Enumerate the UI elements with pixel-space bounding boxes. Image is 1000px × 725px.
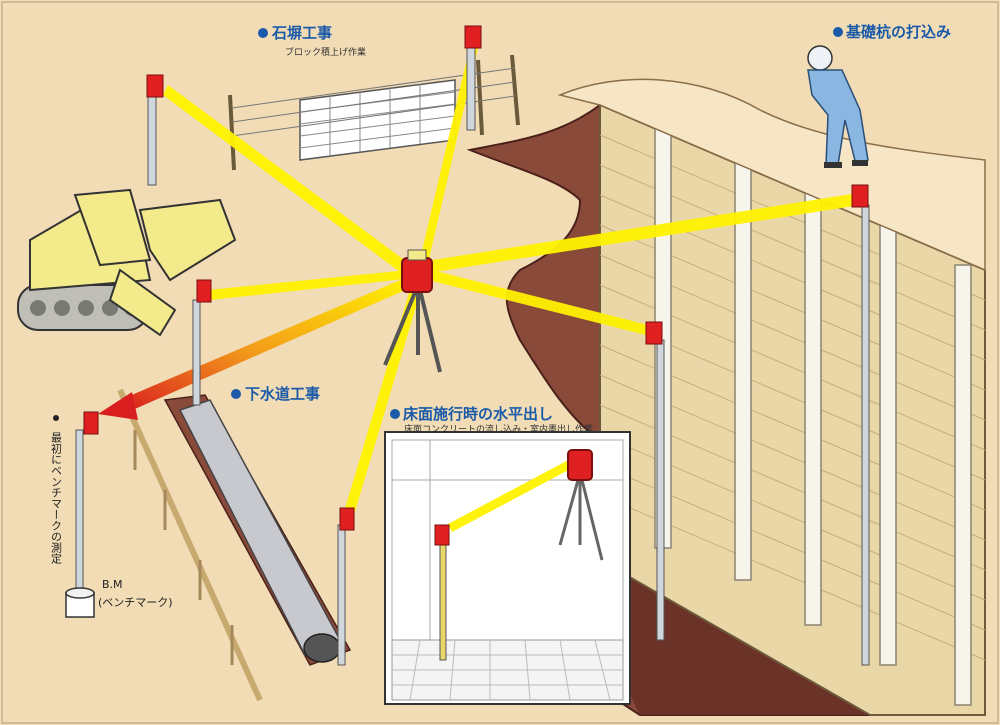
label-stone-wall-sub: ブロック積上げ作業 (285, 46, 366, 58)
floor-room-inset (384, 431, 631, 705)
beam-to-wall-right (418, 46, 478, 272)
excavator (17, 188, 237, 337)
laser-beams (163, 46, 860, 532)
beam-to-fence-left (163, 85, 415, 278)
label-stone-wall: 石塀工事 ブロック積上げ作業 (258, 24, 366, 58)
beam-to-foundation (420, 193, 860, 274)
laser-level-tripod (383, 249, 442, 373)
label-foundation: 基礎杭の打込み (833, 23, 951, 41)
label-bm-line1: B.M (102, 578, 123, 591)
sewer-trench (117, 388, 352, 702)
staff-floor (434, 524, 450, 661)
staff-wall-right (464, 25, 482, 131)
benchmark-block (65, 587, 95, 618)
beam-to-pit-staff (420, 268, 652, 336)
beam-to-floor-staff (448, 458, 576, 532)
label-bm: B.M (ベンチマーク) (98, 578, 173, 609)
staff-foundation (851, 184, 870, 666)
beam-to-benchmark-arrowhead (98, 392, 138, 420)
worker-figure (807, 45, 869, 168)
label-stone-wall-text: 石塀工事 (271, 24, 332, 42)
staff-sewer-right (337, 507, 355, 666)
staff-fence-left (146, 74, 164, 186)
label-floor-sub: 床面コンクリートの流し込み・室内墨出し作業 (404, 423, 593, 435)
label-floor-text: 床面施行時の水平出し (403, 405, 553, 423)
floor-laser-tripod (558, 449, 604, 561)
label-bm-line2: (ベンチマーク) (98, 596, 173, 609)
label-foundation-text: 基礎杭の打込み (845, 23, 951, 41)
label-floor: 床面施行時の水平出し 床面コンクリートの流し込み・室内墨出し作業 (390, 405, 593, 435)
label-benchmark-vertical-text: 最初にベンチマークの測定 (50, 432, 63, 565)
staff-receivers (75, 25, 870, 666)
label-benchmark-vertical: 最初にベンチマークの測定 (50, 415, 63, 565)
beam-to-sewer-staff (344, 276, 424, 515)
label-sewer: 下水道工事 (231, 385, 320, 403)
beam-to-left-staff (208, 270, 414, 300)
top-ground-mound (557, 78, 986, 272)
staff-pit (645, 321, 665, 641)
staff-sewer-left (192, 279, 212, 406)
label-sewer-text: 下水道工事 (245, 385, 320, 403)
retaining-wall (599, 103, 986, 716)
